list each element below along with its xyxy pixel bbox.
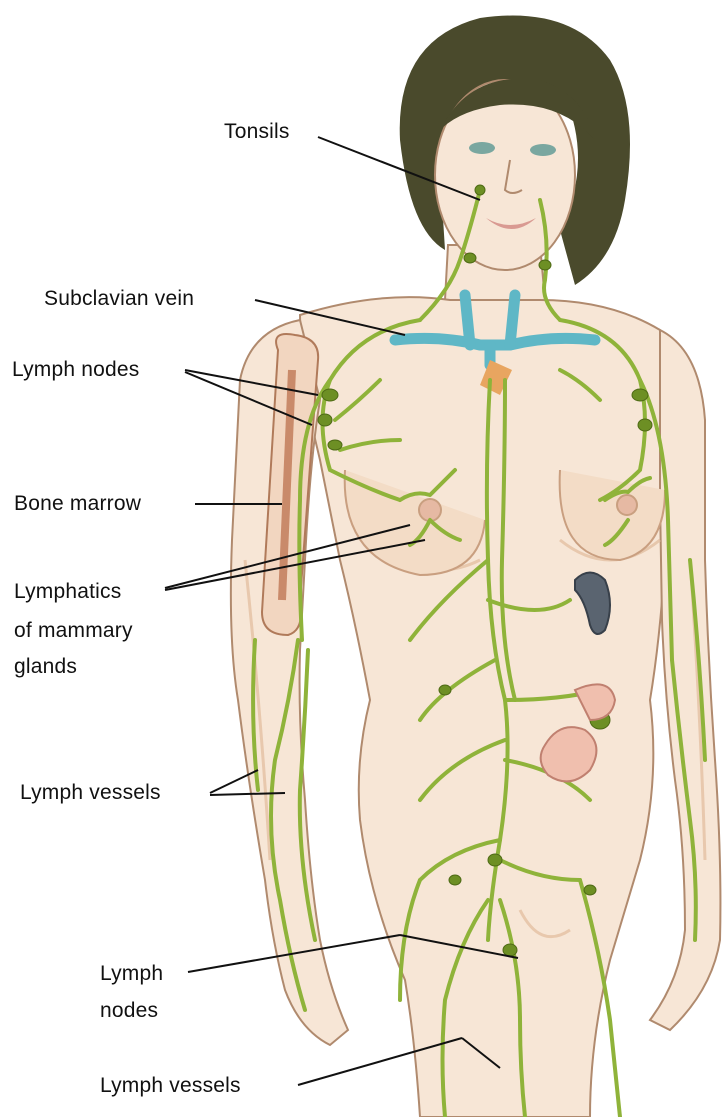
right-arm (650, 330, 720, 1030)
label-lymphatics-line3: glands (14, 651, 77, 682)
label-bone-marrow: Bone marrow (14, 488, 141, 519)
label-lymph-nodes-lower-line1: Lymph (100, 958, 163, 989)
left-eye (469, 142, 495, 154)
label-lymphatics-line1: Lymphatics (14, 576, 121, 607)
label-lymph-nodes-upper: Lymph nodes (12, 354, 140, 385)
head (400, 16, 630, 285)
label-lymph-nodes-lower-line2: nodes (100, 995, 158, 1026)
left-nipple (419, 499, 441, 521)
label-subclavian-vein: Subclavian vein (44, 283, 194, 314)
right-nipple (617, 495, 637, 515)
label-tonsils: Tonsils (224, 116, 290, 147)
right-eye (530, 144, 556, 156)
label-lymphatics-line2: of mammary (14, 615, 133, 646)
label-lymph-vessels-leg: Lymph vessels (100, 1070, 241, 1101)
label-lymph-vessels-arm: Lymph vessels (20, 777, 161, 808)
torso (300, 297, 683, 1117)
